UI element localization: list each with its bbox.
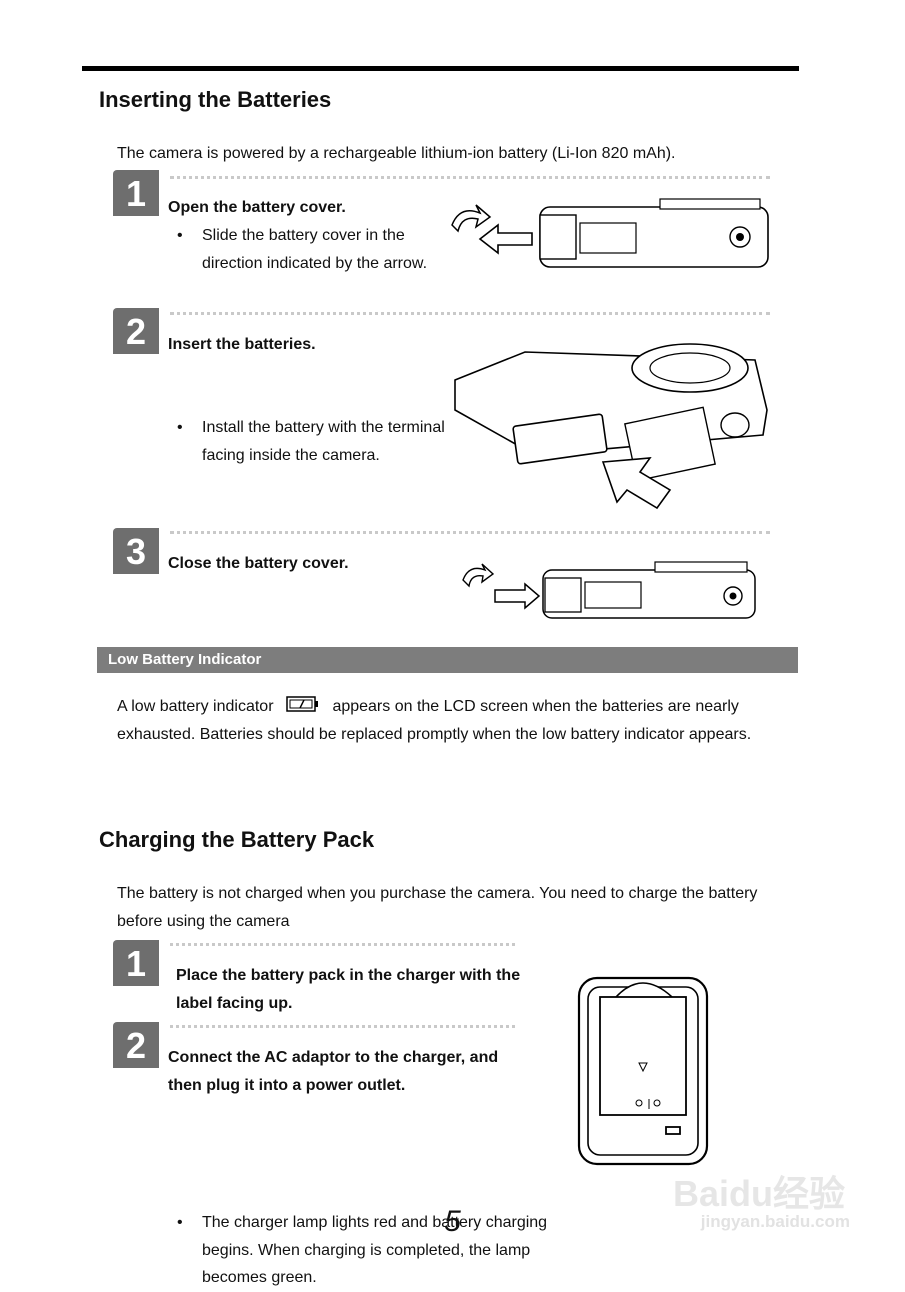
open-cover-illustration <box>451 198 769 268</box>
dotted-divider <box>170 312 770 315</box>
low-battery-icon <box>286 695 320 712</box>
low-battery-text-end: appears on the LCD screen when the batte… <box>332 698 739 715</box>
step-bullet: Install the battery with the terminal fa… <box>168 414 462 469</box>
step-heading: Connect the AC adaptor to the charger, a… <box>168 1049 499 1094</box>
charger-illustration <box>577 976 709 1166</box>
insert-battery-illustration <box>454 343 768 510</box>
section-intro: The camera is powered by a rechargeable … <box>117 145 676 162</box>
step-number: 2 <box>113 1022 159 1068</box>
step-heading: Place the battery pack in the charger wi… <box>176 967 521 1012</box>
low-battery-paragraph: A low battery indicator appears on the L… <box>117 693 807 748</box>
dotted-divider <box>170 531 770 534</box>
dotted-divider <box>170 176 770 179</box>
step-heading: Open the battery cover. <box>168 199 346 216</box>
low-battery-header: Low Battery Indicator <box>97 647 798 673</box>
section-title-charging: Charging the Battery Pack <box>99 827 375 852</box>
step-heading: Insert the batteries. <box>168 336 316 353</box>
step-bullet: The charger lamp lights red and battery … <box>168 1209 552 1292</box>
step-heading: Close the battery cover. <box>168 555 349 572</box>
top-rule <box>82 66 799 71</box>
step-number: 3 <box>113 528 159 574</box>
step-number: 1 <box>113 170 159 216</box>
close-cover-illustration <box>462 561 756 619</box>
page-number: 5 <box>444 1205 461 1238</box>
step-number: 2 <box>113 308 159 354</box>
section-title-inserting: Inserting the Batteries <box>99 87 332 112</box>
low-battery-heading: Low Battery Indicator <box>108 651 262 668</box>
watermark-url: jingyan.baidu.com <box>700 1212 850 1231</box>
section-intro: The battery is not charged when you purc… <box>117 885 758 930</box>
dotted-divider <box>170 943 515 946</box>
low-battery-text-rest: exhausted. Batteries should be replaced … <box>117 725 752 743</box>
watermark-logo: Baidu经验 <box>672 1173 845 1214</box>
low-battery-text-start: A low battery indicator <box>117 698 274 715</box>
step-number: 1 <box>113 940 159 986</box>
step-bullet: Slide the battery cover in the direction… <box>168 222 462 277</box>
dotted-divider <box>170 1025 515 1028</box>
